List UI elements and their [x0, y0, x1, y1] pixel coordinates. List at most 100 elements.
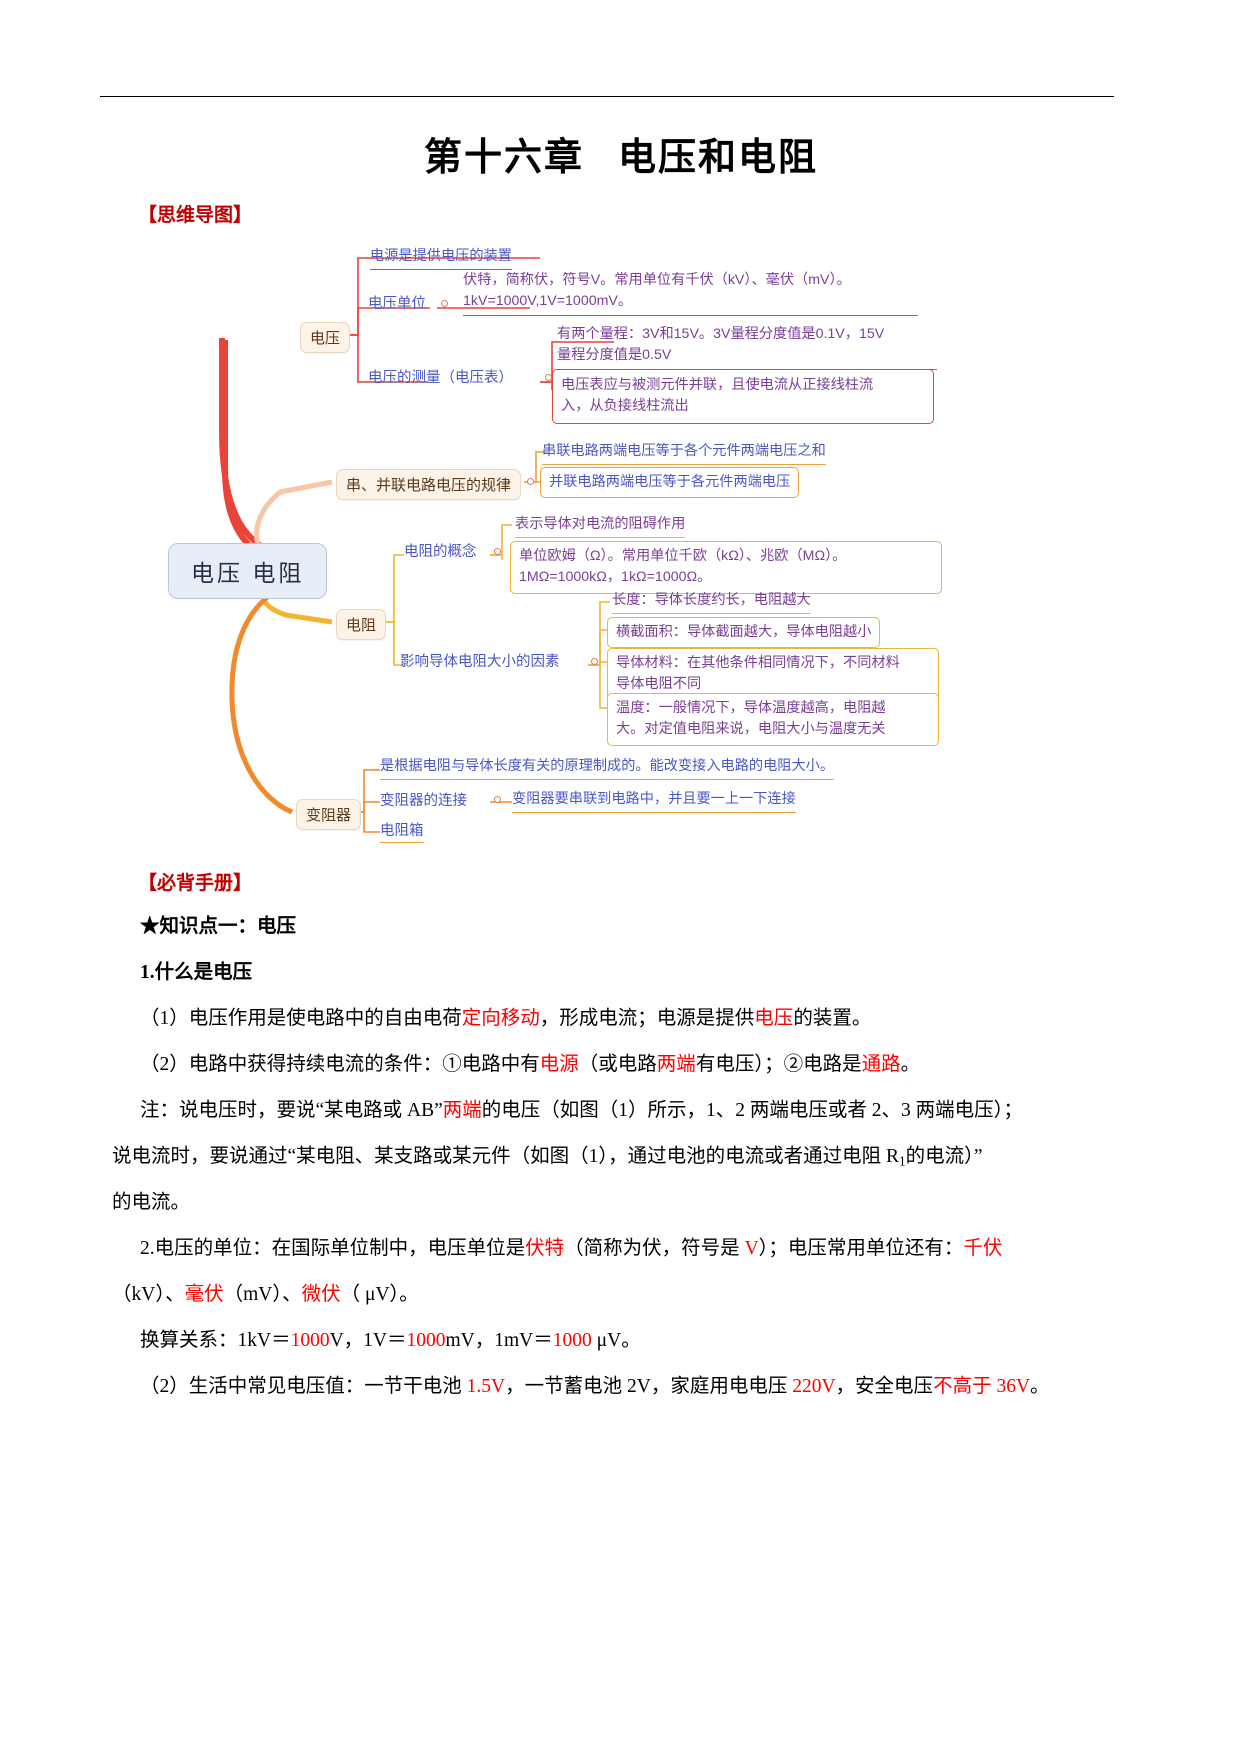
leaf-temp-line1: 温度：一般情况下，导体温度越高，电阻越 [616, 700, 886, 716]
manual-heading: 【必背手册】 [138, 873, 253, 894]
branch-circuit-rules[interactable]: 串、并联电路电压的规律 [336, 469, 522, 500]
conv-red1: 1000 [290, 1330, 330, 1351]
note-line-1: 注：说电压时，要说“某电路或 AB”两端的电压（如图（1）所示，1、2 两端电压… [140, 1096, 1023, 1125]
conv-b: V，1V＝ [329, 1330, 407, 1351]
title-chapter: 第十六章 [423, 137, 584, 179]
leaf-voltmeter-range[interactable]: 有两个量程：3V和15V。3V量程分度值是0.1V，15V 量程分度值是0.5V [557, 324, 937, 370]
label-voltage-measure[interactable]: 电压的测量（电压表） [368, 370, 513, 386]
p2-d: 。 [900, 1054, 921, 1075]
h2l2-c: （ μV）。 [340, 1284, 419, 1305]
collapse-dot-voltage-measure[interactable] [545, 374, 552, 381]
p2-red3: 通路 [861, 1054, 901, 1075]
label-resistance-factors[interactable]: 影响导体电阻大小的因素 [400, 654, 560, 670]
leaf-connect-line2: 入，从负接线柱流出 [561, 398, 689, 415]
collapse-dot-voltage-unit[interactable] [441, 300, 448, 307]
common-red3: 不高于 36V [933, 1376, 1031, 1397]
leaf-range-line1: 有两个量程：3V和15V。3V量程分度值是0.1V，15V [557, 326, 885, 342]
label-rheostat-connection[interactable]: 变阻器的连接 [380, 793, 467, 809]
leaf-voltage-unit-line1: 伏特，简称伏，符号V。常用单位有千伏（kV）、毫伏（mV）。 [463, 272, 851, 288]
p2-b: （或电路 [578, 1054, 657, 1075]
note-a: 注：说电压时，要说“某电路或 AB” [140, 1100, 443, 1121]
h2-red3: 千伏 [963, 1238, 1003, 1259]
h2-red2: V [744, 1238, 759, 1259]
h2l2-a: （kV）、 [112, 1284, 185, 1305]
h2-red1: 伏特 [525, 1238, 565, 1259]
common-voltages-paragraph: （2）生活中常见电压值：一节干电池 1.5V，一节蓄电池 2V，家庭用电电压 2… [140, 1372, 1050, 1401]
leaf-voltage-source[interactable]: 电源是提供电压的装置 [370, 246, 512, 271]
p1-red2: 电压 [754, 1008, 794, 1029]
note2-b: 的电流）” [905, 1146, 983, 1167]
note-line-2: 说电流时，要说通过“某电阻、某支路或某元件（如图（1），通过电池的电流或者通过电… [112, 1142, 983, 1172]
label-voltage-unit[interactable]: 电压单位 [368, 296, 426, 312]
leaf-voltage-unit-line2: 1kV=1000V,1V=1000mV。 [463, 293, 633, 310]
note2-a: 说电流时，要说通过“某电阻、某支路或某元件（如图（1），通过电池的电流或者通过电… [112, 1146, 900, 1167]
common-d: 。 [1030, 1376, 1050, 1397]
leaf-voltage-unit-desc[interactable]: 伏特，简称伏，符号V。常用单位有千伏（kV）、毫伏（mV）。 1kV=1000V… [463, 270, 918, 316]
collapse-dot-resistance-concept[interactable] [494, 548, 501, 555]
common-b: ，一节蓄电池 2V，家庭用电电压 [505, 1376, 793, 1397]
note2-sub: 1 [899, 1153, 906, 1169]
voltage-unit-paragraph: 2.电压的单位：在国际单位制中，电压单位是伏特（简称为伏，符号是 V）；电压常用… [140, 1234, 1002, 1263]
leaf-res-unit-line1: 单位欧姆（Ω）。常用单位千欧（kΩ）、兆欧（MΩ）。 [519, 548, 847, 564]
conversion-paragraph: 换算关系：1kV＝1000V，1V＝1000mV，1mV＝1000 μV。 [140, 1326, 641, 1355]
p1-a: （1）电压作用是使电路中的自由电荷 [140, 1008, 462, 1029]
leaf-parallel-rule[interactable]: 并联电路两端电压等于各元件两端电压 [540, 467, 800, 499]
branch-voltage[interactable]: 电压 [300, 322, 351, 353]
h2-c: （简称为伏，符号是 [564, 1238, 745, 1259]
leaf-voltmeter-connection[interactable]: 电压表应与被测元件并联，且使电流从正接线柱流 入，从负接线柱流出 [552, 369, 934, 424]
collapse-dot-resistance-factors[interactable] [591, 658, 598, 665]
note-red: 两端 [442, 1100, 482, 1121]
branch-rheostat[interactable]: 变阻器 [296, 799, 362, 830]
label-resistance-concept[interactable]: 电阻的概念 [404, 544, 477, 560]
mindmap-root[interactable]: 电压 电阻 [168, 543, 328, 599]
header-rule [100, 96, 1114, 97]
title-topic: 电压和电阻 [618, 137, 819, 179]
leaf-material-line1: 导体材料：在其他条件相同情况下，不同材料 [616, 655, 900, 671]
page-title: 第十六章电压和电阻 [0, 126, 1242, 181]
leaf-resistance-box[interactable]: 电阻箱 [380, 819, 424, 843]
p1-b: ，形成电流；电源是提供 [539, 1008, 755, 1029]
h2-a: 2.电压的单位： [140, 1238, 272, 1259]
conv-d: μV。 [591, 1330, 641, 1351]
leaf-rheostat-connect-desc[interactable]: 变阻器要串联到电路中，并且要一上一下连接 [512, 789, 796, 814]
p1-red1: 定向移动 [461, 1008, 540, 1029]
collapse-dot-rheostat-connection[interactable] [494, 796, 501, 803]
conv-red3: 1000 [552, 1330, 592, 1351]
leaf-resistance-unit[interactable]: 单位欧姆（Ω）。常用单位千欧（kΩ）、兆欧（MΩ）。 1MΩ=1000kΩ，1k… [510, 541, 942, 594]
paragraph-1: （1）电压作用是使电路中的自由电荷定向移动，形成电流；电源是提供电压的装置。 [140, 1004, 871, 1033]
leaf-factor-area[interactable]: 横截面积：导体截面越大，导体电阻越小 [607, 617, 881, 649]
common-red1: 1.5V [466, 1376, 506, 1397]
conv-red2: 1000 [406, 1330, 446, 1351]
mindmap-heading: 【思维导图】 [138, 205, 253, 226]
p1-c: 的装置。 [793, 1008, 872, 1029]
leaf-series-rule[interactable]: 串联电路两端电压等于各个元件两端电压之和 [542, 441, 826, 466]
p2-c: 有电压）；②电路是 [695, 1054, 862, 1075]
note-b: 的电压（如图（1）所示，1、2 两端电压或者 2、3 两端电压）； [481, 1100, 1023, 1121]
h2l2-b: （mV）、 [223, 1284, 302, 1305]
leaf-factor-temperature[interactable]: 温度：一般情况下，导体温度越高，电阻越 大。对定值电阻来说，电阻大小与温度无关 [607, 693, 939, 746]
note-line-3: 的电流。 [112, 1192, 191, 1213]
subheading-what-is-voltage: 1.什么是电压 [140, 962, 253, 983]
voltage-unit-line2: （kV）、毫伏（mV）、微伏（ μV）。 [112, 1280, 419, 1309]
leaf-rheostat-principle[interactable]: 是根据电阻与导体长度有关的原理制成的。能改变接入电路的电阻大小。 [380, 756, 835, 781]
h2l2-red2: 微伏 [301, 1284, 341, 1305]
p2-red1: 电源 [539, 1054, 579, 1075]
leaf-res-unit-line2: 1MΩ=1000kΩ，1kΩ=1000Ω。 [519, 569, 712, 586]
common-a: （2）生活中常见电压值：一节干电池 [140, 1376, 467, 1397]
collapse-dot-circuit-rules[interactable] [527, 478, 534, 485]
common-red2: 220V [792, 1376, 836, 1397]
branch-resistance[interactable]: 电阻 [336, 609, 387, 640]
paragraph-2: （2）电路中获得持续电流的条件：①电路中有电源（或电路两端有电压）；②电路是通路… [140, 1050, 920, 1079]
conv-c: mV，1mV＝ [445, 1330, 553, 1351]
leaf-connect-line1: 电压表应与被测元件并联，且使电流从正接线柱流 [561, 377, 874, 393]
h2l2-red1: 毫伏 [184, 1284, 224, 1305]
leaf-material-line2: 导体电阻不同 [616, 676, 702, 693]
leaf-temp-line2: 大。对定值电阻来说，电阻大小与温度无关 [616, 721, 886, 738]
leaf-resistance-desc[interactable]: 表示导体对电流的阻碍作用 [515, 514, 686, 539]
knowledge-point-title: ★知识点一：电压 [140, 916, 297, 937]
common-c: ，安全电压 [835, 1376, 934, 1397]
conv-a: 换算关系：1kV＝ [140, 1330, 291, 1351]
p2-red2: 两端 [656, 1054, 696, 1075]
leaf-factor-length[interactable]: 长度：导体长度约长，电阻越大 [612, 590, 811, 615]
